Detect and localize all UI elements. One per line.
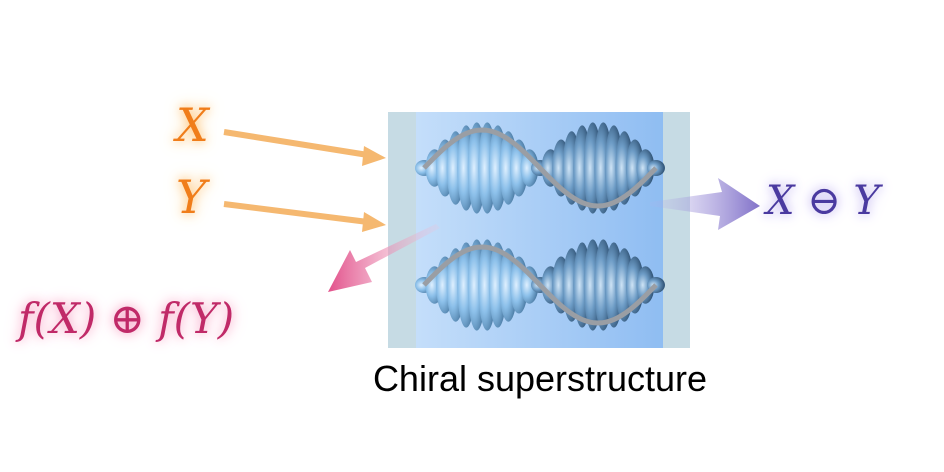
helix-axis-curve xyxy=(422,244,658,326)
helix-axis-curve xyxy=(422,127,658,209)
helix-1 xyxy=(415,122,665,214)
input-x-label: X xyxy=(176,98,209,152)
caption: Chiral superstructure xyxy=(372,358,708,399)
transmitted-arrow xyxy=(650,178,760,230)
reflected-output-label: f(X) ⊕ f(Y) xyxy=(18,294,235,343)
input-arrow-y xyxy=(223,201,386,232)
input-arrow-x xyxy=(223,129,386,166)
helix-2 xyxy=(415,239,665,331)
reflected-arrow xyxy=(328,224,440,292)
input-y-label: Y xyxy=(176,170,207,224)
transmitted-output-label: X ⊖ Y xyxy=(766,178,880,224)
